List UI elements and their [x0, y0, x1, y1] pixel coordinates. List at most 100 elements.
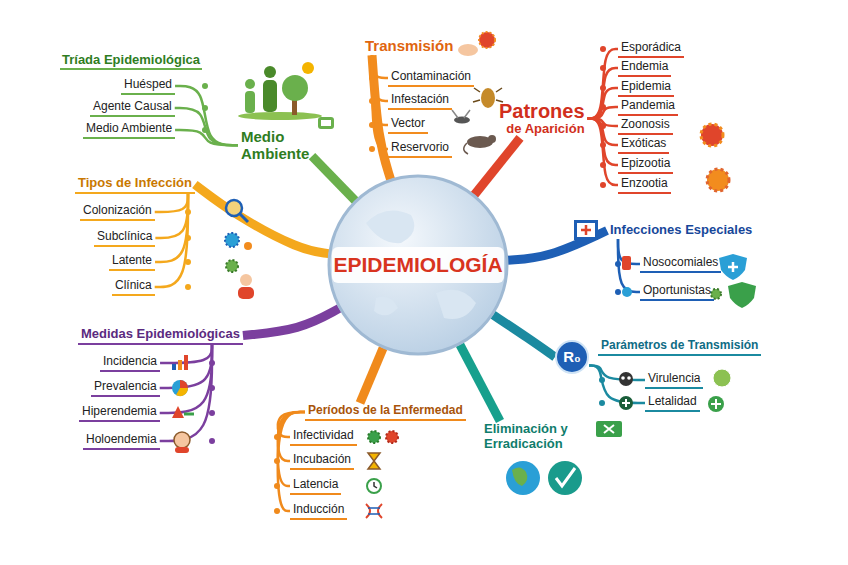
hand-virus-icon [458, 32, 495, 56]
branch-dot [600, 65, 606, 71]
item-text: Vector [391, 116, 425, 131]
leaf-item: Prevalencia [91, 379, 160, 397]
item-text: Pandemia [621, 98, 675, 113]
flag-icon [596, 421, 622, 437]
item-text: Infectividad [293, 428, 354, 443]
branch-dot [185, 235, 191, 241]
leaf-item: Pandemia [618, 98, 678, 116]
item-text: Epidemia [621, 79, 671, 94]
sub-branch [155, 194, 188, 287]
sub-branch [160, 345, 212, 388]
branch-dot [202, 105, 208, 111]
heading-text: Parámetros de Transmisión [601, 339, 758, 353]
item-text: Zoonosis [621, 117, 670, 132]
item-text: Medio Ambiente [86, 121, 172, 136]
item-text: Esporádica [621, 40, 681, 55]
sub-branch [372, 55, 388, 78]
environment-icon [238, 62, 334, 129]
item-text: Incubación [293, 452, 351, 467]
sub-branch [372, 55, 388, 125]
item-text: Epizootia [621, 156, 670, 171]
branch-dot [599, 377, 605, 383]
item-text: Hiperendemia [82, 404, 157, 419]
sub-branch [278, 412, 305, 486]
item-text: Virulencia [648, 371, 700, 386]
branch-heading: Medio Ambiente [238, 127, 312, 164]
item-text: Oportunistas [643, 283, 711, 298]
heading-text: Transmisión [365, 37, 453, 54]
magnifier-icon [226, 200, 248, 222]
hourglass-icon [368, 453, 380, 469]
leaf-item: Zoonosis [618, 117, 673, 135]
hospital-icon [574, 220, 598, 240]
sub-branch [589, 366, 645, 404]
heading-text: Eliminación y Erradicación [484, 422, 586, 452]
item-text: Prevalencia [94, 379, 157, 394]
leaf-item: Huésped [121, 77, 175, 95]
branch-dot [615, 261, 621, 267]
group-title: Tríada Epidemiológica [60, 52, 202, 70]
branch-dot [209, 360, 215, 366]
heading-text: Patrones [499, 100, 585, 122]
branch-heading: Transmisión [362, 36, 456, 55]
item-text: Colonización [83, 203, 152, 218]
branch-dot [274, 434, 280, 440]
heading-text: Períodos de la Enfermedad [308, 404, 463, 418]
leaf-item: Holoendemia [83, 432, 160, 450]
leaf-item: Subclínica [94, 229, 155, 247]
virus-icon [225, 233, 252, 272]
leaf-item: Endemia [618, 59, 671, 77]
branch-heading: Medidas Epidemiológicas [78, 326, 243, 345]
item-text: Reservorio [391, 140, 449, 155]
sub-branch [155, 194, 188, 212]
leaf-item: Latente [109, 253, 155, 271]
item-text: Endemia [621, 59, 668, 74]
branch-heading: Períodos de la Enfermedad [305, 403, 466, 421]
item-text: Subclínica [97, 229, 152, 244]
item-text: Latencia [293, 477, 338, 492]
leaf-item: Colonización [80, 203, 155, 221]
item-text: Huésped [124, 77, 172, 92]
clock-icon [367, 479, 381, 493]
sub-branch [155, 194, 188, 238]
branch-dot [185, 259, 191, 265]
leaf-item: Exóticas [618, 136, 669, 154]
main-branch [360, 348, 383, 403]
heading-text: Medio Ambiente [241, 128, 309, 163]
virus-icon [701, 124, 729, 191]
item-text: Incidencia [103, 354, 157, 369]
branch-dot [600, 142, 606, 148]
leaf-item: Latencia [290, 477, 341, 495]
sub-branch [175, 86, 238, 145]
sub-branch [160, 345, 212, 441]
globe-icon [506, 461, 582, 495]
branch-heading: Tipos de Infección [75, 175, 195, 194]
item-text: Letalidad [648, 394, 697, 409]
item-text: Holoendemia [86, 432, 157, 447]
leaf-item: Hiperendemia [79, 404, 160, 422]
branch-dot [600, 46, 606, 52]
leaf-item: Inducción [290, 502, 347, 520]
leaf-item: Incidencia [100, 354, 160, 372]
globe-outline [329, 176, 507, 354]
sub-branch [175, 108, 238, 145]
branch-dot [600, 182, 606, 188]
branch-dot [274, 483, 280, 489]
leaf-item: Clínica [112, 278, 155, 296]
r0-badge: R₀ [555, 340, 589, 374]
leaf-item: Incubación [290, 452, 354, 470]
branch-dot [369, 146, 375, 152]
bar-chart-icon [172, 355, 188, 370]
branch-dot [185, 209, 191, 215]
branch-dot [599, 400, 605, 406]
leaf-item: Epizootia [618, 156, 673, 174]
sub-branch [160, 345, 212, 413]
heading-text: Medidas Epidemiológicas [81, 327, 240, 342]
virus-icon [368, 431, 398, 443]
item-text: Inducción [293, 502, 344, 517]
item-text: Agente Causal [93, 99, 172, 114]
heading-text: Infecciones Especiales [610, 223, 752, 238]
branch-dot [209, 385, 215, 391]
